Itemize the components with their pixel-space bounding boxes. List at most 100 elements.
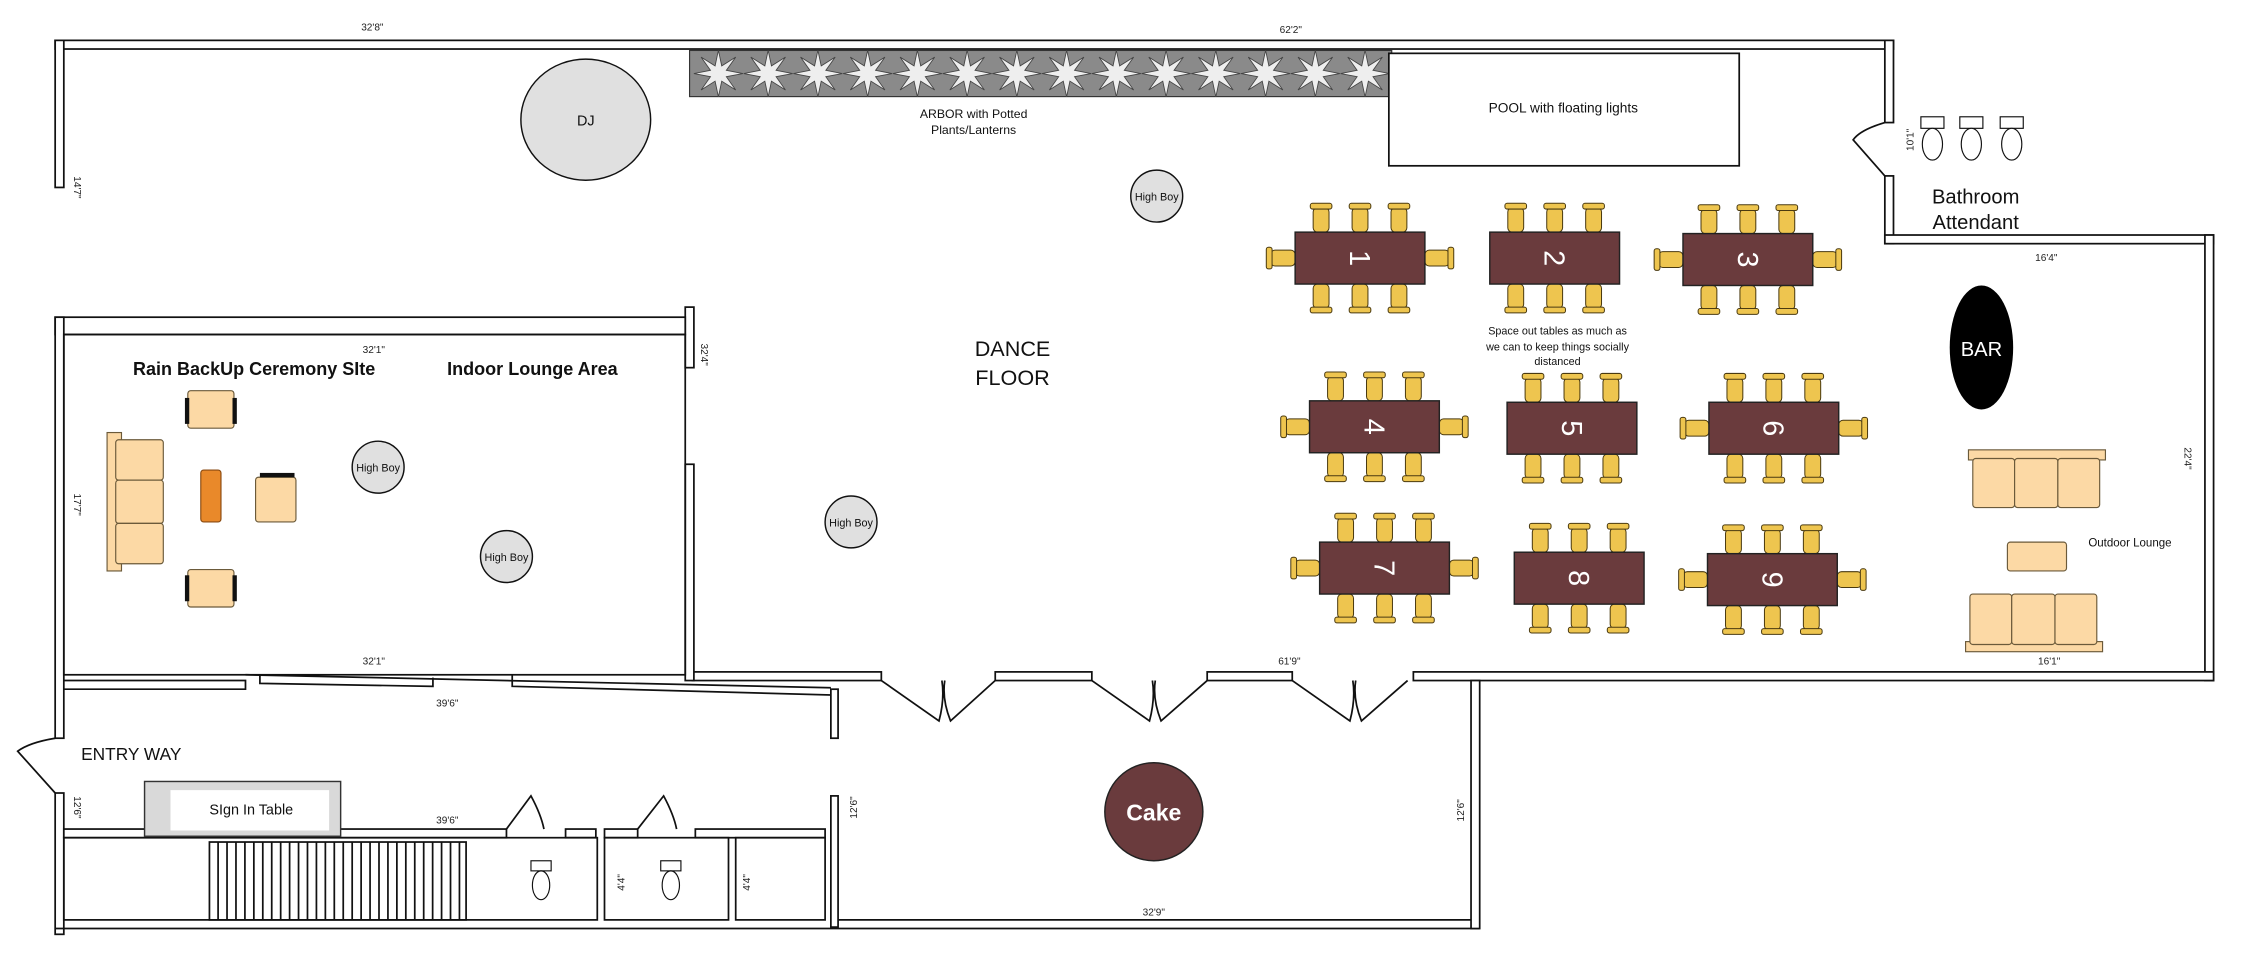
- chair-icon: [1412, 593, 1435, 624]
- high-boy-label: High Boy: [1135, 191, 1179, 203]
- bathroom-label-1: Bathroom: [1932, 186, 2019, 208]
- dimension-label: 39'6": [436, 698, 459, 709]
- chair-icon: [1402, 371, 1425, 402]
- ottoman: [2006, 541, 2068, 572]
- potted-plant-icon: [892, 50, 942, 97]
- note-line-1: Space out tables as much as: [1488, 326, 1627, 338]
- outdoor-lounge-label: Outdoor Lounge: [2088, 537, 2171, 549]
- sign-in-label: SIgn In Table: [209, 803, 293, 819]
- potted-plant-icon: [1091, 50, 1141, 97]
- table-number: 7: [1367, 560, 1399, 576]
- potted-plant-icon: [1340, 50, 1390, 97]
- chair-icon: [1582, 202, 1605, 233]
- coffee-table: [200, 469, 222, 523]
- toilet-icon: [660, 860, 682, 901]
- table-number: 4: [1357, 419, 1389, 435]
- chair-icon: [1736, 284, 1760, 315]
- chair-icon: [1653, 248, 1684, 271]
- chair-icon: [1348, 202, 1372, 233]
- pool: [1387, 52, 1741, 167]
- high-boy-table: High Boy: [824, 495, 878, 549]
- dimension-label: 12'6": [71, 796, 82, 819]
- dining-table-9: 9: [1678, 524, 1867, 635]
- dining-table-1: 1: [1265, 202, 1455, 314]
- sign-in-table: SIgn In Table: [143, 780, 342, 837]
- staircase: [208, 841, 467, 921]
- potted-plant-icon: [1042, 50, 1092, 97]
- chair-icon: [1723, 372, 1747, 403]
- indoor-lounge-label: Indoor Lounge Area: [447, 359, 618, 379]
- dimension-label: 32'1": [363, 657, 386, 668]
- high-boy-label: High Boy: [829, 517, 873, 529]
- chair-icon: [1722, 524, 1745, 555]
- outdoor-lounge-furniture: [1965, 449, 2107, 653]
- chair-icon: [1567, 603, 1591, 634]
- table-number: 6: [1757, 420, 1789, 436]
- dimension-label: 16'4": [2035, 253, 2058, 264]
- dining-table-2: 2: [1489, 202, 1621, 314]
- chair-icon: [1438, 415, 1469, 439]
- dining-table-6: 6: [1679, 372, 1869, 484]
- chair-icon: [1348, 283, 1372, 314]
- dining-table-7: 7: [1290, 512, 1479, 624]
- dimension-label: 32'9": [1143, 908, 1166, 919]
- chair-icon: [1309, 283, 1333, 314]
- chair-icon: [1543, 202, 1566, 233]
- chair-icon: [1543, 283, 1566, 314]
- dimension-label: 14'7": [71, 176, 82, 199]
- chair-icon: [1775, 204, 1799, 235]
- chair-icon: [1560, 453, 1584, 484]
- bar: [1949, 285, 2014, 410]
- chair-icon: [1387, 202, 1411, 233]
- chair-icon: [1836, 568, 1867, 591]
- chair-icon: [1799, 524, 1823, 555]
- chair-icon: [1334, 512, 1357, 543]
- dimension-label: 22'4": [2182, 447, 2193, 470]
- dimension-label: 61'9": [1278, 657, 1301, 668]
- chair-icon: [1762, 372, 1786, 403]
- chair-icon: [1448, 556, 1479, 580]
- chair-icon: [1412, 512, 1435, 543]
- potted-plant-icon: [843, 50, 893, 97]
- chair-icon: [1679, 416, 1710, 440]
- table-number: 5: [1555, 420, 1587, 436]
- note-line-3: distanced: [1534, 356, 1580, 368]
- potted-plant-icon: [1290, 50, 1340, 97]
- chair-icon: [1723, 453, 1747, 484]
- bathroom-label-2: Attendant: [1932, 212, 2019, 234]
- chair-icon: [1280, 415, 1311, 439]
- chair-icon: [1560, 372, 1584, 403]
- high-boy-table: High Boy: [479, 529, 534, 584]
- dining-table-8: 8: [1513, 522, 1645, 634]
- chair-icon: [1606, 603, 1630, 634]
- chair-icon: [1761, 605, 1784, 635]
- dimension-label: 32'4": [698, 344, 709, 367]
- potted-plant-icon: [743, 50, 793, 97]
- arbor-plants: [688, 49, 1393, 98]
- chair-icon: [1838, 416, 1869, 440]
- indoor-lounge-furniture: [106, 390, 297, 608]
- dimension-label: 32'8": [361, 22, 384, 33]
- chair-icon: [1504, 202, 1528, 233]
- chair-icon: [1363, 371, 1386, 402]
- toilet-icon: [1959, 116, 1984, 161]
- chair-icon: [1528, 522, 1552, 553]
- chair-icon: [1736, 204, 1760, 235]
- high-boy-table: High Boy: [1130, 169, 1184, 223]
- potted-plant-icon: [992, 50, 1042, 97]
- bathroom-toilets: [530, 116, 2024, 901]
- chair-icon: [1697, 204, 1721, 235]
- rain-backup-label: Rain BackUp Ceremony SIte: [133, 359, 375, 379]
- chair-icon: [1521, 372, 1545, 403]
- sofa-cushion: [115, 522, 164, 565]
- chair-icon: [1606, 522, 1630, 553]
- chair-icon: [1265, 246, 1296, 270]
- chair-icon: [1290, 556, 1321, 580]
- dimension-label: 4'4": [617, 874, 628, 891]
- chair-icon: [1387, 283, 1411, 314]
- table-number: 8: [1562, 570, 1594, 586]
- chair-icon: [1363, 452, 1386, 483]
- toilet-icon: [1920, 116, 1945, 161]
- dance-floor-label-2: FLOOR: [975, 365, 1049, 390]
